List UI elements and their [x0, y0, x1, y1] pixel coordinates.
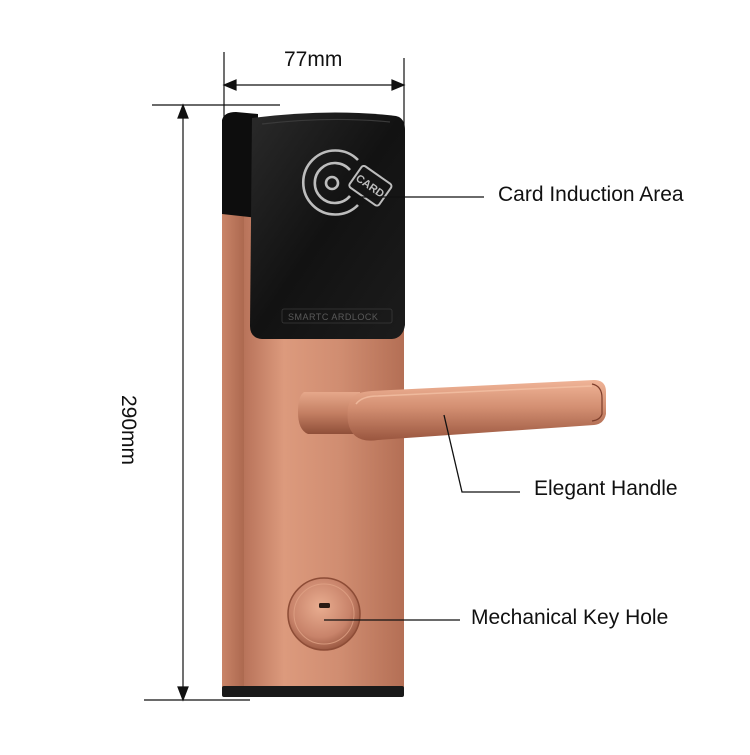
mechanical-key-hole-label: Mechanical Key Hole: [471, 606, 669, 629]
height-dimension-label: 290mm: [117, 395, 140, 466]
key-cylinder: [288, 578, 360, 650]
callout-lines: [324, 196, 520, 621]
handle-leader-line: [443, 414, 520, 493]
card-icon: [302, 149, 359, 216]
brand-text: SMARTC ARDLOCK: [288, 312, 378, 322]
card-reader-head: [250, 112, 405, 339]
card-reader-side: [222, 112, 258, 218]
elegant-handle-label: Elegant Handle: [534, 477, 678, 500]
height-dimension: [144, 103, 280, 702]
card-induction-area-label: Card Induction Area: [498, 183, 684, 206]
handle-neck: [298, 392, 360, 434]
lock-side-edge: [222, 205, 248, 693]
lock-bottom-edge: [222, 686, 404, 697]
key-slot: [319, 603, 330, 608]
width-dimension-label: 77mm: [284, 48, 343, 71]
